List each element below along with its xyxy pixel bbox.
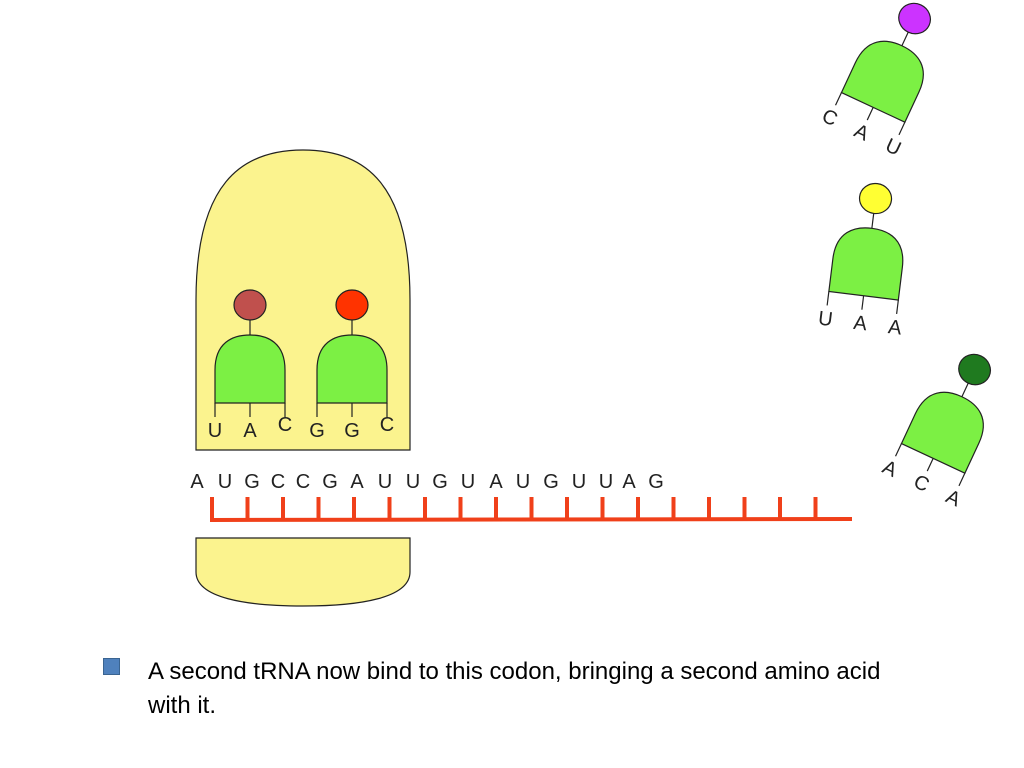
trna-leg: [834, 92, 842, 106]
anticodon-letter: A: [942, 486, 964, 512]
trna-leg: [866, 107, 874, 121]
anticodon-letter: G: [344, 420, 360, 442]
anticodon-letter: C: [380, 414, 394, 436]
anticodon-letter: A: [879, 456, 901, 482]
anticodon-letter: G: [309, 420, 325, 442]
ribosome-small-subunit: [195, 537, 411, 607]
amino-acid: [858, 182, 893, 215]
anticodon-letter: C: [278, 414, 292, 436]
mrna-letter: U: [461, 471, 475, 493]
mrna-letter: G: [648, 471, 664, 493]
amino-acid: [898, 2, 932, 35]
trna: CAU: [818, 2, 932, 161]
trna-leg: [894, 443, 902, 457]
anticodon-letter: U: [817, 308, 834, 332]
mrna-letter: U: [572, 471, 586, 493]
trna-body: [828, 227, 904, 301]
trna-body: [840, 40, 924, 123]
mrna-strand: [210, 497, 853, 523]
mrna-letter: C: [296, 471, 310, 493]
trna-leg: [861, 295, 865, 310]
amino-acid: [233, 289, 267, 321]
mrna-letter: G: [543, 471, 559, 493]
amino-acid: [335, 289, 369, 321]
mrna-letter: A: [489, 471, 503, 493]
trna-body: [900, 391, 984, 474]
mrna-letter: U: [516, 471, 530, 493]
mrna-letter: G: [322, 471, 338, 493]
trna: ACA: [879, 353, 992, 512]
trna-body: [214, 334, 286, 404]
anticodon-letter: A: [851, 120, 873, 146]
anticodon-letter: U: [208, 420, 222, 442]
mrna-letter: A: [350, 471, 364, 493]
anticodon-letter: U: [882, 135, 904, 161]
mrna-letter: A: [622, 471, 636, 493]
mrna-letter: U: [218, 471, 232, 493]
trna-leg: [958, 472, 966, 487]
trna-leg: [898, 121, 906, 136]
mrna-letter: G: [244, 471, 260, 493]
trna-leg: [926, 458, 934, 472]
amino-acid: [958, 353, 992, 386]
mrna-letter: A: [190, 471, 204, 493]
anticodon-letter: A: [243, 420, 257, 442]
anticodon-letter: C: [910, 471, 932, 497]
trna-leg: [826, 291, 830, 306]
trna-stem: [871, 213, 875, 229]
anticodon-letter: A: [852, 312, 869, 336]
trna-leg: [896, 299, 899, 315]
mrna-letter: U: [378, 471, 392, 493]
bullet-square-icon: [103, 658, 120, 675]
trna-stem: [901, 31, 909, 47]
trna-body: [316, 334, 388, 404]
ribosome-large-subunit: [195, 149, 411, 451]
mrna-letter: U: [599, 471, 613, 493]
caption-text: A second tRNA now bind to this codon, br…: [148, 658, 881, 719]
mrna-bases: [210, 497, 818, 520]
anticodon-letter: C: [818, 105, 840, 131]
mrna-letter: C: [271, 471, 285, 493]
trna-stem: [961, 382, 969, 398]
mrna-letter: U: [406, 471, 420, 493]
mrna-letter: G: [432, 471, 448, 493]
anticodon-letter: A: [887, 316, 904, 340]
